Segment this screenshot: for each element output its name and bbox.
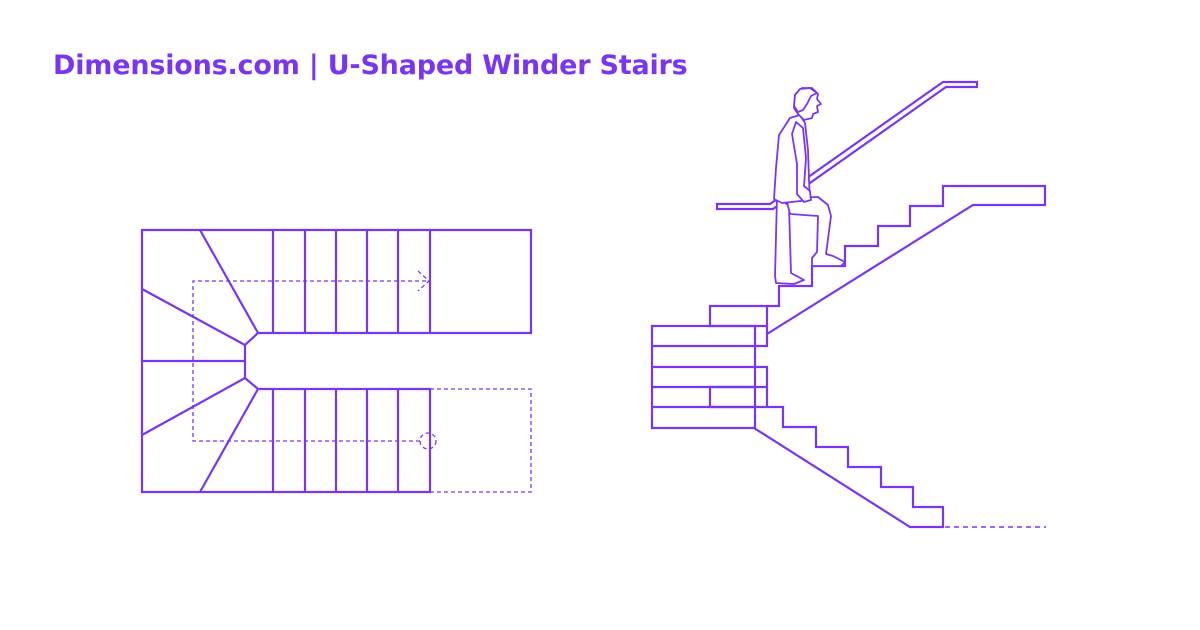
handrail [715,80,979,211]
section-lower-flight [708,365,945,529]
person-arm [791,121,812,203]
plan-landing-outline [430,388,532,493]
plan-arrow-head [417,270,430,292]
section-landing [650,324,757,430]
person-figure [773,87,846,285]
person-front-leg [785,196,846,267]
section-view [650,80,1047,529]
plan-start-circle [419,432,437,450]
page-title: Dimensions.com | U-Shaped Winder Stairs [53,50,688,81]
plan-walk-line [192,280,428,442]
plan-winder-treads [141,229,259,493]
section-upper-flight [708,184,1047,348]
plan-view [140,228,533,494]
person-hair [793,87,818,113]
person-back-leg [774,195,805,285]
